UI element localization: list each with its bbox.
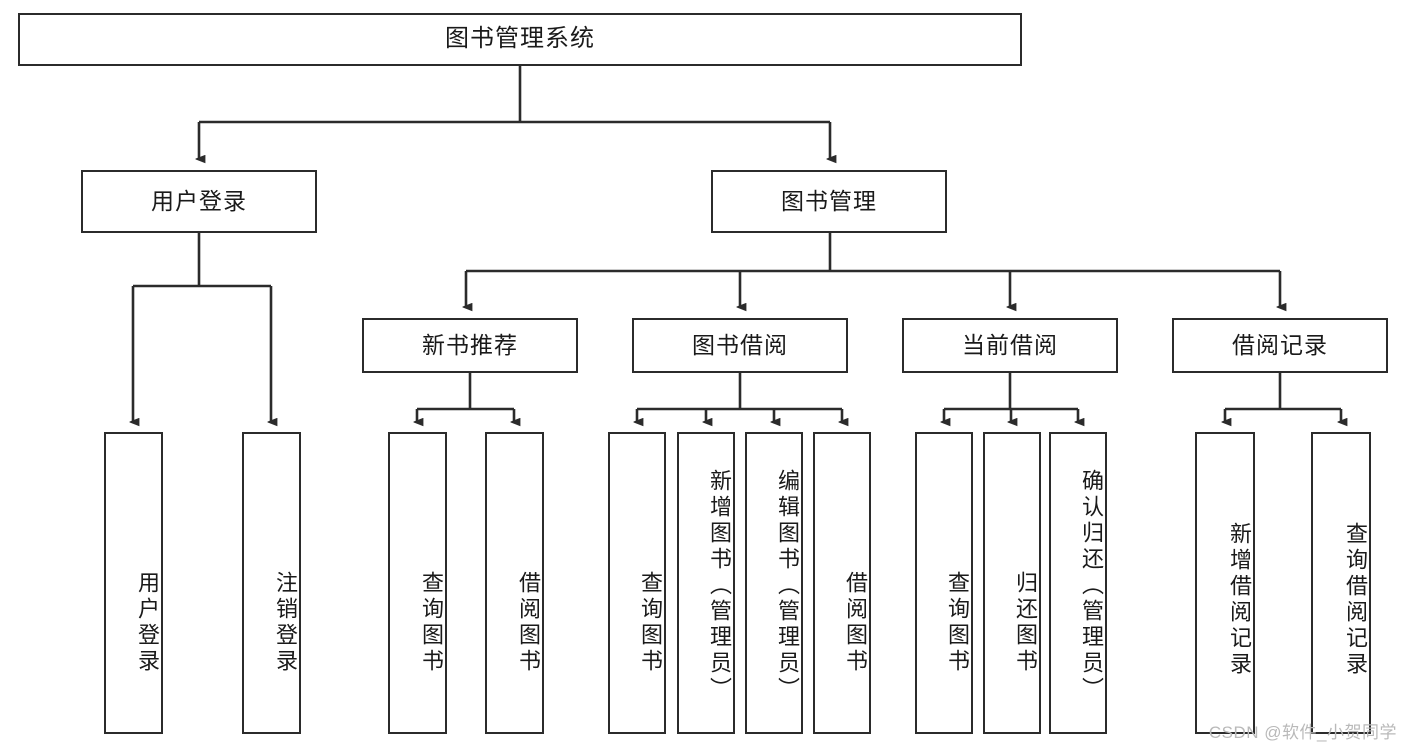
leaf-return-book-label: 归还图书 bbox=[1013, 571, 1038, 675]
leaf-add-book[interactable]: 新增图书（管理员） bbox=[677, 432, 735, 734]
leaf-query-book-2-label: 查询图书 bbox=[638, 571, 663, 675]
leaf-user-logout[interactable]: 注销登录 bbox=[242, 432, 301, 734]
leaf-user-logout-label: 注销登录 bbox=[273, 571, 298, 675]
node-book-borrow-label: 图书借阅 bbox=[692, 331, 788, 358]
node-new-book-recommend[interactable]: 新书推荐 bbox=[362, 318, 578, 373]
leaf-query-book-3[interactable]: 查询图书 bbox=[915, 432, 973, 734]
node-borrow-record-label: 借阅记录 bbox=[1232, 331, 1328, 358]
node-current-borrow-label: 当前借阅 bbox=[962, 331, 1058, 358]
node-user-login[interactable]: 用户登录 bbox=[81, 170, 317, 233]
node-user-login-label: 用户登录 bbox=[151, 187, 247, 214]
leaf-confirm-return[interactable]: 确认归还（管理员） bbox=[1049, 432, 1107, 734]
leaf-user-login-label: 用户登录 bbox=[135, 571, 160, 675]
leaf-query-record-label: 查询借阅记录 bbox=[1343, 522, 1368, 678]
leaf-edit-book-label: 编辑图书（管理员） bbox=[775, 469, 800, 703]
leaf-edit-book[interactable]: 编辑图书（管理员） bbox=[745, 432, 803, 734]
leaf-borrow-book-2-label: 借阅图书 bbox=[843, 571, 868, 675]
leaf-query-record[interactable]: 查询借阅记录 bbox=[1311, 432, 1371, 734]
leaf-borrow-book-1-label: 借阅图书 bbox=[516, 571, 541, 675]
leaf-confirm-return-label: 确认归还（管理员） bbox=[1079, 469, 1104, 703]
leaf-query-book-1[interactable]: 查询图书 bbox=[388, 432, 447, 734]
leaf-add-record[interactable]: 新增借阅记录 bbox=[1195, 432, 1255, 734]
leaf-return-book[interactable]: 归还图书 bbox=[983, 432, 1041, 734]
leaf-borrow-book-1[interactable]: 借阅图书 bbox=[485, 432, 544, 734]
csdn-watermark: CSDN @软件_小贺同学 bbox=[1208, 723, 1397, 742]
leaf-add-record-label: 新增借阅记录 bbox=[1227, 522, 1252, 678]
node-root[interactable]: 图书管理系统 bbox=[18, 13, 1022, 66]
leaf-query-book-3-label: 查询图书 bbox=[945, 571, 970, 675]
node-borrow-record[interactable]: 借阅记录 bbox=[1172, 318, 1388, 373]
node-root-label: 图书管理系统 bbox=[445, 25, 595, 53]
leaf-query-book-1-label: 查询图书 bbox=[419, 571, 444, 675]
node-current-borrow[interactable]: 当前借阅 bbox=[902, 318, 1118, 373]
leaf-user-login[interactable]: 用户登录 bbox=[104, 432, 163, 734]
leaf-add-book-label: 新增图书（管理员） bbox=[707, 469, 732, 703]
node-book-manage-label: 图书管理 bbox=[781, 187, 877, 214]
node-book-borrow[interactable]: 图书借阅 bbox=[632, 318, 848, 373]
leaf-query-book-2[interactable]: 查询图书 bbox=[608, 432, 666, 734]
node-new-book-recommend-label: 新书推荐 bbox=[422, 331, 518, 358]
node-book-manage[interactable]: 图书管理 bbox=[711, 170, 947, 233]
leaf-borrow-book-2[interactable]: 借阅图书 bbox=[813, 432, 871, 734]
